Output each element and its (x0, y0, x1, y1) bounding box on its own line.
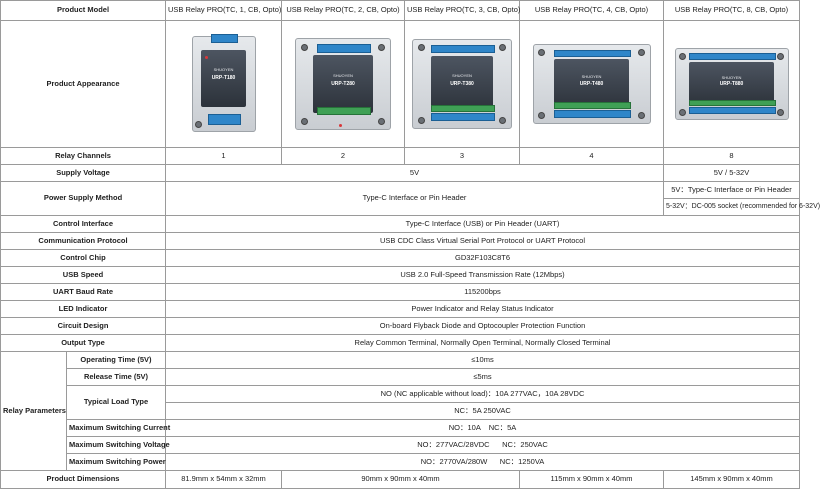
row-control-chip: Control Chip GD32F103C8T6 (0, 249, 800, 267)
label-relay-channels: Relay Channels (0, 147, 166, 165)
label-release-time: Release Time (5V) (66, 368, 166, 386)
label-uart-baud: UART Baud Rate (0, 283, 166, 301)
row-switching-power: Maximum Switching Power NO：2770VA/280W N… (1, 453, 800, 471)
usb-speed-value: USB 2.0 Full-Speed Transmission Rate (12… (165, 266, 800, 284)
control-chip-value: GD32F103C8T6 (165, 249, 800, 267)
dimensions-8ch: 145mm x 90mm x 40mm (663, 470, 800, 489)
voltage-1-4ch: 5V (165, 164, 664, 182)
device-image-2ch: SHUOYEN URP-T280 (295, 38, 391, 130)
label-control-interface: Control Interface (0, 215, 166, 233)
communication-protocol-value: USB CDC Class Virtual Serial Port Protoc… (165, 232, 800, 250)
switching-power-value: NO：2770VA/280W NC：1250VA (165, 453, 800, 471)
row-power-supply-a: Power Supply Method Type-C Interface or … (0, 181, 800, 216)
device-image-8ch: SHUOYEN URP-T880 (674, 48, 789, 120)
channels-8: 8 (663, 147, 800, 165)
appearance-2ch: SHUOYEN URP-T280 (281, 20, 405, 148)
power-1-4ch: Type-C Interface or Pin Header (165, 181, 664, 216)
label-product-appearance: Product Appearance (0, 20, 166, 148)
row-led-indicator: LED Indicator Power Indicator and Relay … (0, 300, 800, 318)
channels-4: 4 (519, 147, 664, 165)
switching-voltage-value: NO：277VAC/28VDC NC：250VAC (165, 436, 800, 454)
label-switching-voltage: Maximum Switching Voltage (66, 436, 170, 454)
spec-table: Product Model USB Relay PRO(TC, 1, CB, O… (0, 0, 820, 489)
appearance-3ch: SHUOYEN URP-T380 (404, 20, 520, 148)
row-product-dimensions: Product Dimensions 81.9mm x 54mm x 32mm … (0, 470, 800, 489)
control-interface-value: Type-C Interface (USB) or Pin Header (UA… (165, 215, 800, 233)
label-product-model: Product Model (0, 0, 166, 21)
row-supply-voltage: Supply Voltage 5V 5V / 5-32V (0, 164, 800, 182)
output-type-value: Relay Common Terminal, Normally Open Ter… (165, 334, 800, 352)
row-relay-channels: Relay Channels 1 2 3 4 8 (0, 147, 800, 165)
model-2ch: USB Relay PRO(TC, 2, CB, Opto) (281, 0, 405, 21)
device-image-4ch: SHUOYEN URP-T480 (532, 44, 651, 124)
row-output-type: Output Type Relay Common Terminal, Norma… (0, 334, 800, 352)
model-8ch: USB Relay PRO(TC, 8, CB, Opto) (663, 0, 800, 21)
circuit-design-value: On-board Flyback Diode and Optocoupler P… (165, 317, 800, 335)
power-8ch-b: 5-32V：DC-005 socket (recommended for 6-3… (663, 198, 820, 216)
row-switching-voltage: Maximum Switching Voltage NO：277VAC/28VD… (1, 436, 800, 454)
label-supply-voltage: Supply Voltage (0, 164, 166, 182)
model-3ch: USB Relay PRO(TC, 3, CB, Opto) (404, 0, 520, 21)
switching-current-value: NO：10A NC：5A (165, 419, 800, 437)
model-1ch: USB Relay PRO(TC, 1, CB, Opto) (165, 0, 282, 21)
label-led-indicator: LED Indicator (0, 300, 166, 318)
channels-1: 1 (165, 147, 282, 165)
appearance-1ch: SHUOYEN URP-T180 (165, 20, 282, 148)
row-circuit-design: Circuit Design On-board Flyback Diode an… (0, 317, 800, 335)
dimensions-1ch: 81.9mm x 54mm x 32mm (165, 470, 282, 489)
label-power-supply: Power Supply Method (0, 181, 166, 216)
label-control-chip: Control Chip (0, 249, 166, 267)
label-product-dimensions: Product Dimensions (0, 470, 166, 489)
label-load-type: Typical Load Type (66, 385, 166, 420)
dimensions-2-3ch: 90mm x 90mm x 40mm (281, 470, 520, 489)
appearance-4ch: SHUOYEN URP-T480 (519, 20, 664, 148)
row-load-type-a: Typical Load Type NO (NC applicable with… (1, 385, 800, 420)
label-usb-speed: USB Speed (0, 266, 166, 284)
row-communication-protocol: Communication Protocol USB CDC Class Vir… (0, 232, 800, 250)
label-communication-protocol: Communication Protocol (0, 232, 166, 250)
row-control-interface: Control Interface Type-C Interface (USB)… (0, 215, 800, 233)
row-operating-time: Relay Parameters Operating Time (5V) ≤10… (0, 351, 800, 471)
row-release-time: Release Time (5V) ≤5ms (1, 368, 800, 386)
row-product-model: Product Model USB Relay PRO(TC, 1, CB, O… (0, 0, 800, 21)
uart-baud-value: 115200bps (165, 283, 800, 301)
row-switching-current: Maximum Switching Current NO：10A NC：5A (1, 419, 800, 437)
label-output-type: Output Type (0, 334, 166, 352)
channels-3: 3 (404, 147, 520, 165)
device-image-3ch: SHUOYEN URP-T380 (412, 39, 512, 129)
load-type-nc: NC：5A 250VAC (165, 402, 800, 420)
led-indicator-value: Power Indicator and Relay Status Indicat… (165, 300, 800, 318)
label-circuit-design: Circuit Design (0, 317, 166, 335)
voltage-8ch: 5V / 5-32V (663, 164, 800, 182)
channels-2: 2 (281, 147, 405, 165)
device-image-1ch: SHUOYEN URP-T180 (191, 34, 256, 132)
appearance-8ch: SHUOYEN URP-T880 (663, 20, 800, 148)
model-4ch: USB Relay PRO(TC, 4, CB, Opto) (519, 0, 664, 21)
label-operating-time: Operating Time (5V) (66, 351, 166, 369)
dimensions-4ch: 115mm x 90mm x 40mm (519, 470, 664, 489)
label-switching-power: Maximum Switching Power (66, 453, 166, 471)
load-type-no: NO (NC applicable without load)：10A 277V… (165, 385, 800, 403)
label-switching-current: Maximum Switching Current (66, 419, 170, 437)
row-product-appearance: Product Appearance SHUOYEN URP-T180 SHUO… (0, 20, 800, 148)
row-uart-baud: UART Baud Rate 115200bps (0, 283, 800, 301)
release-time-value: ≤5ms (165, 368, 800, 386)
operating-time-value: ≤10ms (165, 351, 800, 369)
row-usb-speed: USB Speed USB 2.0 Full-Speed Transmissio… (0, 266, 800, 284)
label-relay-parameters: Relay Parameters (0, 351, 67, 471)
power-8ch-a: 5V：Type-C Interface or Pin Header (663, 181, 800, 199)
